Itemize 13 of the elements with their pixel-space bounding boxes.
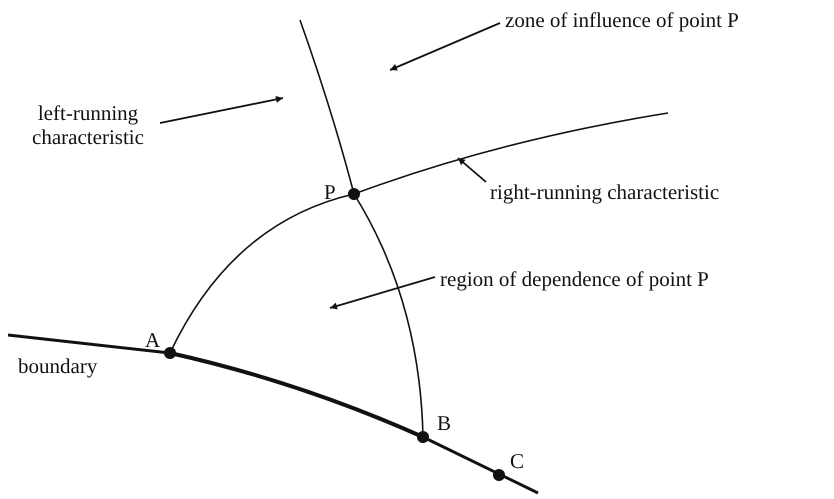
leader-arrow [160,96,284,124]
point-label: P [324,180,336,204]
boundary-label: boundary [18,354,98,378]
annotation-text: region of dependence of point P [440,267,709,291]
point-label: B [437,411,452,435]
annotation-text: zone of influence of point P [505,8,739,32]
leader-arrow [457,157,487,183]
leader-arrow [330,276,436,310]
annotation-text: left-running characteristic [31,101,145,149]
annotation-text: right-running characteristic [490,180,720,204]
point-label: A [145,328,160,352]
point-label: C [510,449,524,473]
leader-arrow [390,22,500,71]
